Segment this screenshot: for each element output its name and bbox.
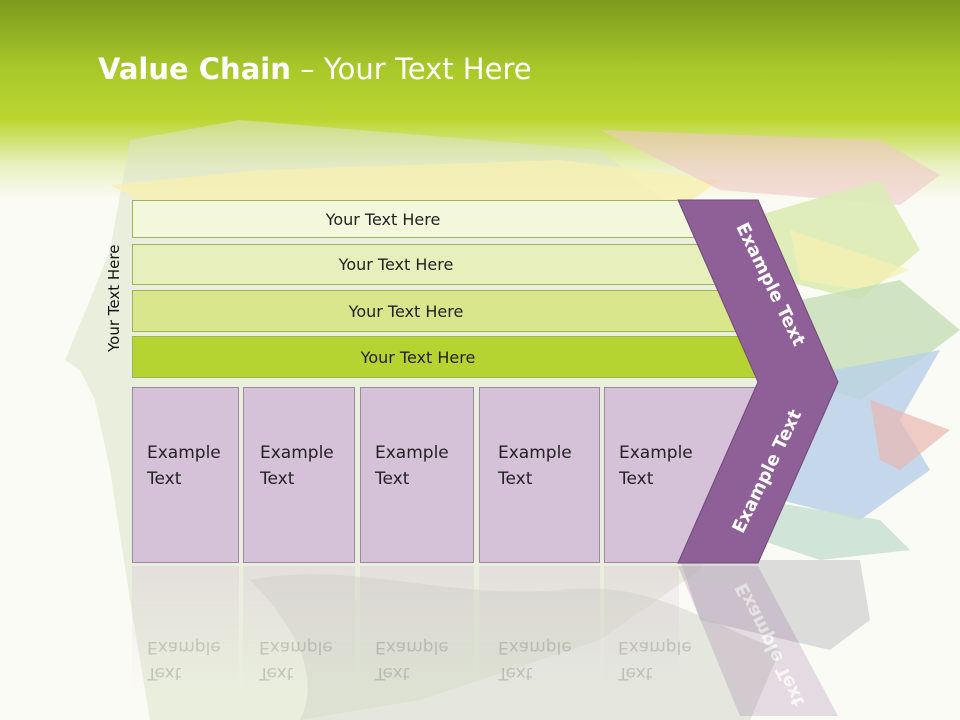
shard-pink xyxy=(600,130,940,205)
reflection-box xyxy=(604,566,679,716)
activity-box-line1: Example xyxy=(619,443,693,463)
chevron-shape xyxy=(677,199,839,564)
reflection-box xyxy=(132,566,239,716)
support-bar: Your Text Here xyxy=(132,244,720,285)
support-bar: Your Text Here xyxy=(132,200,694,238)
activity-box-line1: Example xyxy=(375,443,449,463)
activity-box-line1: Example xyxy=(260,443,334,463)
activity-box-line2: Text xyxy=(260,469,295,489)
shard-bottom xyxy=(250,574,780,720)
shard-gray xyxy=(680,560,870,650)
support-bar-label: Your Text Here xyxy=(360,347,476,367)
shard-teal xyxy=(760,500,910,560)
shard-red xyxy=(870,400,950,470)
activity-box-line2: Text xyxy=(375,469,410,489)
reflection-chevron xyxy=(678,566,838,716)
support-bar: Your Text Here xyxy=(132,290,740,332)
shard-yellow2 xyxy=(790,230,910,290)
reflection-box xyxy=(243,566,355,716)
activity-box-line2: Text xyxy=(147,469,182,489)
support-bar: Your Text Here xyxy=(132,336,764,378)
page-title: Value Chain – Your Text Here xyxy=(98,52,532,86)
activity-box-line1: Example xyxy=(147,443,221,463)
support-bar-label: Your Text Here xyxy=(325,209,441,229)
activity-box-line1: Example xyxy=(498,443,572,463)
activity-box-line2: Text xyxy=(498,469,533,489)
reflection-box xyxy=(479,566,600,716)
activity-box-line2: Text xyxy=(619,469,654,489)
reflection-box xyxy=(360,566,474,716)
title-bold: Value Chain xyxy=(98,52,291,86)
title-rest: – Your Text Here xyxy=(290,52,532,86)
support-bar-label: Your Text Here xyxy=(348,301,464,321)
reflection-chevron-shape xyxy=(678,566,838,716)
support-bar-label: Your Text Here xyxy=(338,255,454,274)
